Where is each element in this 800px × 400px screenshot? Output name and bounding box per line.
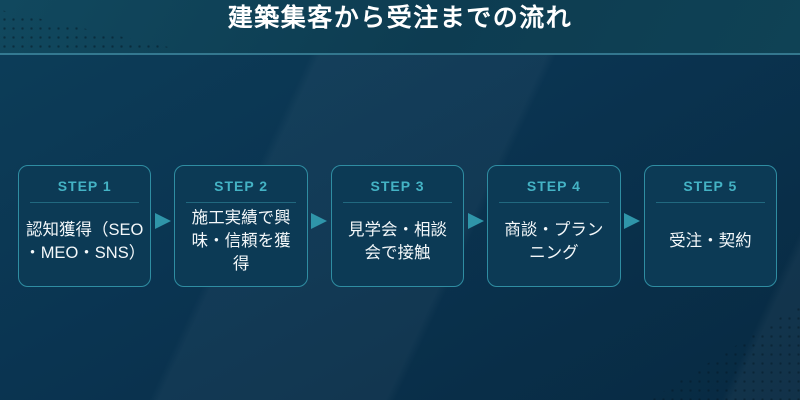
dot-pattern-bottom-right-decor (650, 305, 800, 400)
step-text: 施工実績で興 味・信頼を獲 得 (191, 209, 291, 273)
step-box: STEP 5 受注・契約 (643, 165, 778, 287)
step-divider (499, 202, 609, 203)
step-divider (342, 202, 453, 203)
step-body: 商談・プラン ニング (488, 203, 619, 286)
arrow-right-icon (311, 213, 328, 229)
step-label: STEP 2 (214, 178, 269, 194)
step-body: 見学会・相談 会で接触 (332, 203, 463, 286)
step-box: STEP 2 施工実績で興 味・信頼を獲 得 (174, 165, 308, 287)
step-label: STEP 3 (370, 178, 425, 194)
step-text: 認知獲得（SEO ・MEO・SNS） (24, 220, 146, 262)
flow-row: STEP 1 認知獲得（SEO ・MEO・SNS） STEP 2 施工実績で興 … (18, 165, 778, 287)
step-text: 商談・プラン ニング (504, 220, 604, 262)
arrow-right-icon (624, 213, 641, 229)
step-body: 認知獲得（SEO ・MEO・SNS） (19, 203, 150, 286)
step-text: 見学会・相談 会で接触 (348, 220, 448, 262)
step-body: 施工実績で興 味・信頼を獲 得 (175, 203, 306, 286)
step-label: STEP 1 (57, 178, 112, 194)
page-title: 建築集客から受注までの流れ (227, 4, 573, 32)
page-header: 建築集客から受注までの流れ (0, 0, 800, 55)
step-box: STEP 1 認知獲得（SEO ・MEO・SNS） (18, 165, 152, 287)
step-label: STEP 4 (526, 178, 581, 194)
step-box: STEP 3 見学会・相談 会で接触 (330, 165, 465, 287)
step-box: STEP 4 商談・プラン ニング (487, 165, 621, 287)
dot-pattern-top-left-decor (0, 9, 200, 54)
step-divider (30, 202, 140, 203)
step-text: 受注・契約 (669, 232, 752, 251)
arrow-right-icon (154, 213, 171, 229)
step-body: 受注・契約 (645, 203, 776, 286)
step-divider (186, 202, 296, 203)
arrow-right-icon (467, 213, 484, 229)
step-label: STEP 5 (683, 178, 738, 194)
step-divider (655, 202, 766, 203)
